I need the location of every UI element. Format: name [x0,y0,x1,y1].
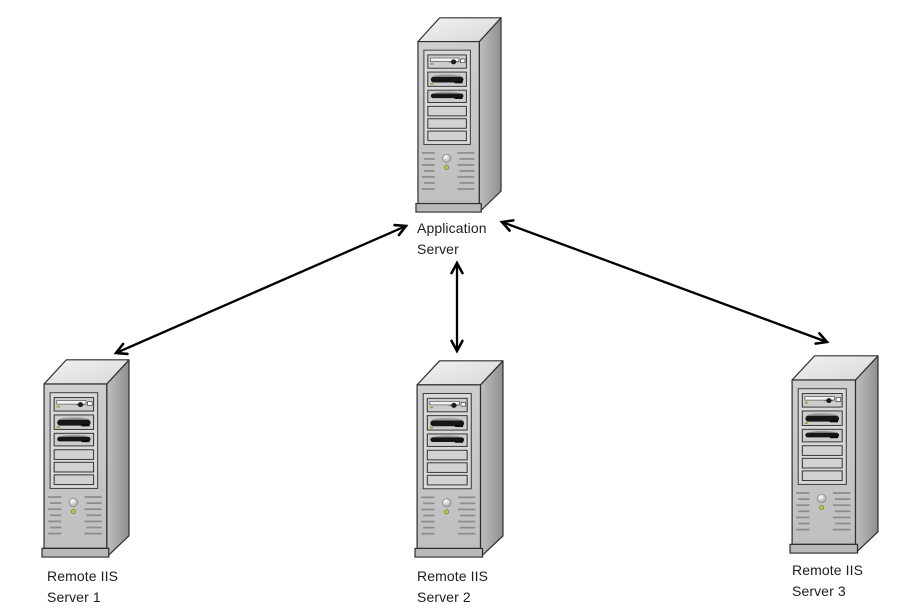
label-line: Server 3 [792,583,846,599]
node-application-server [414,13,503,214]
label-line: Application [417,220,487,236]
node-remote-iis-server-1 [40,355,131,559]
label-line: Remote IIS [792,562,864,578]
remote-iis-server-1-label: Remote IIS Server 1 [47,566,118,608]
label-line: Server 2 [417,589,471,605]
application-server-label: Application Server [417,218,487,260]
node-remote-iis-server-2 [413,356,505,559]
server-tower-icon [414,13,503,214]
remote-iis-server-2-label: Remote IIS Server 2 [417,566,488,608]
label-line: Remote IIS [47,568,119,584]
label-line: Remote IIS [417,568,489,584]
remote-iis-server-3-label: Remote IIS Server 3 [792,560,863,602]
server-tower-icon [40,355,131,559]
label-line: Server 1 [47,589,101,605]
node-remote-iis-server-3 [788,351,880,555]
label-line: Server [417,241,459,257]
server-tower-icon [788,351,880,555]
arrow-application-to-iis3 [499,219,830,345]
server-tower-icon [413,356,505,559]
arrow-application-to-iis1 [113,223,409,356]
